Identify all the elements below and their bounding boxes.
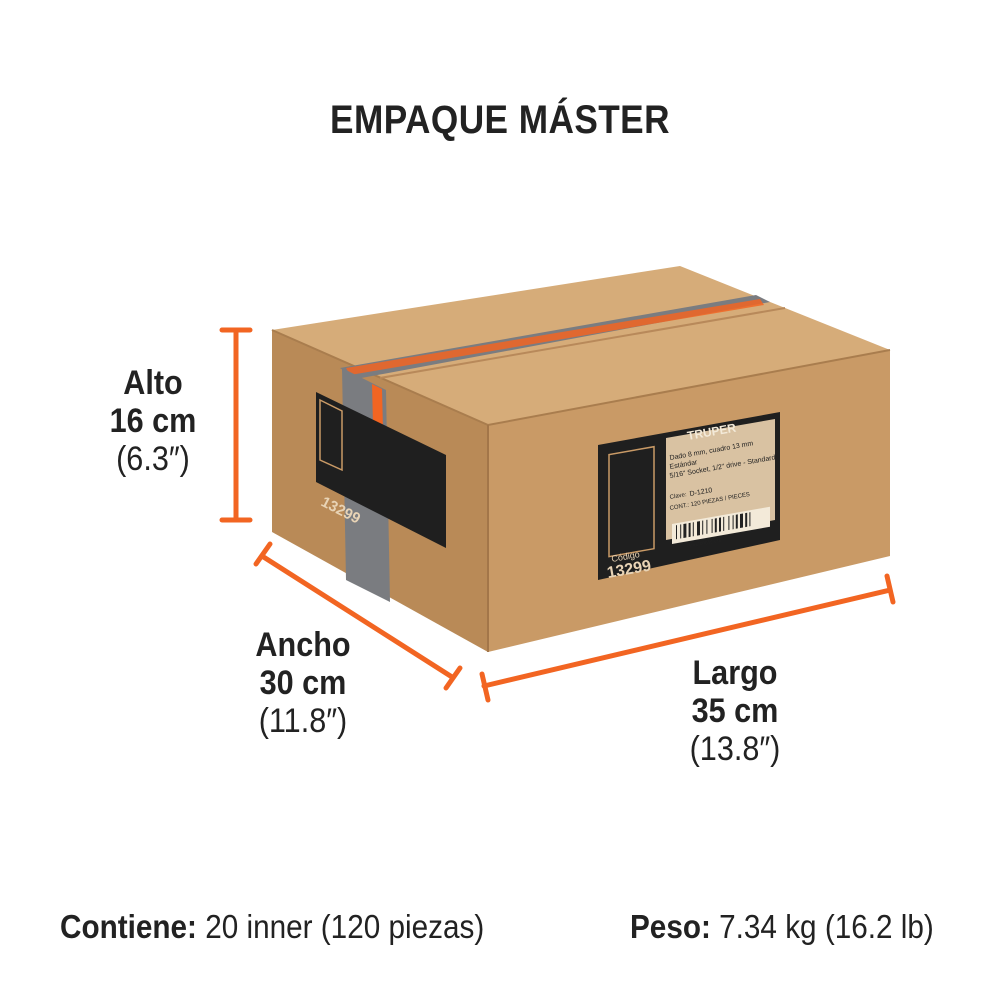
side-label-panel — [316, 392, 446, 548]
clave-value: D-1210 — [689, 487, 713, 498]
barcode-stripe — [740, 513, 743, 529]
alto-dimension-label: Alto 16 cm (6.3″) — [95, 364, 212, 478]
alto-dimension-line — [219, 327, 253, 523]
codigo-label: Código — [611, 549, 641, 564]
ancho-label: Ancho — [255, 626, 351, 664]
ancho-dimension-label: Ancho 30 cm (11.8″) — [245, 626, 362, 740]
clave-label: Clave: — [669, 492, 687, 501]
contents-info: Contiene: 20 inner (120 piezas) — [60, 908, 484, 946]
barcode-stripe — [723, 516, 725, 531]
barcode-stripe — [728, 515, 730, 531]
largo-dimension-label: Largo 35 cm (13.8″) — [668, 654, 803, 768]
barcode-stripe — [732, 515, 734, 530]
largo-metric: 35 cm — [691, 692, 779, 730]
barcode-stripe — [749, 512, 751, 527]
largo-imperial: (13.8″) — [689, 730, 781, 768]
barcode-stripe — [688, 522, 691, 538]
ancho-metric: 30 cm — [259, 664, 347, 702]
barcode-stripe — [719, 517, 721, 532]
barcode-stripe — [702, 520, 704, 535]
contiene-label: Contiene: — [60, 908, 197, 945]
barcode-stripe — [745, 512, 748, 528]
weight-info: Peso: 7.34 kg (16.2 lb) — [630, 908, 934, 946]
barcode-stripe — [692, 522, 694, 537]
peso-value: 7.34 kg (16.2 lb) — [710, 908, 934, 945]
barcode-stripe — [735, 514, 738, 529]
barcode-stripe — [714, 518, 717, 533]
barcode-stripe — [683, 523, 687, 538]
alto-label: Alto — [123, 364, 183, 402]
ancho-dimension-line — [253, 541, 463, 691]
peso-label: Peso: — [630, 908, 711, 945]
barcode-stripe — [706, 519, 708, 534]
largo-label: Largo — [692, 654, 778, 692]
alto-metric: 16 cm — [109, 402, 197, 440]
alto-imperial: (6.3″) — [116, 440, 190, 478]
barcode-stripe — [676, 525, 677, 540]
barcode-stripe — [680, 524, 682, 539]
contiene-value: 20 inner (120 piezas) — [196, 908, 485, 945]
page-title: EMPAQUE MÁSTER — [330, 98, 670, 142]
ancho-imperial: (11.8″) — [258, 702, 348, 740]
type-line: Estándar — [669, 459, 698, 471]
barcode-stripe — [711, 518, 713, 534]
barcode-stripe — [697, 521, 700, 536]
largo-dimension-line — [479, 573, 896, 703]
